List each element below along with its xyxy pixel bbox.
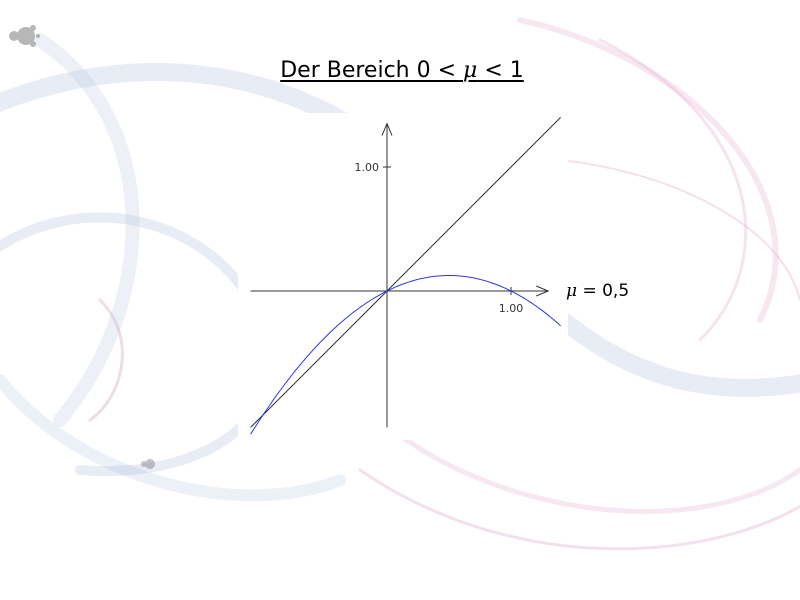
y-axis-arrow: [381, 122, 393, 136]
swirl-stroke: [0, 374, 346, 502]
logistic-map-plot: 1.00 1.00: [250, 117, 561, 435]
y-tick-label: 1.00: [355, 161, 380, 174]
title-mu: μ: [463, 58, 478, 83]
swirl-stroke: [377, 417, 800, 514]
x-axis-arrow: [536, 285, 550, 297]
swirl-stroke: [358, 468, 800, 551]
param-mu: μ: [566, 281, 578, 301]
logistic-curve: [250, 275, 561, 435]
x-tick-label: 1.00: [499, 302, 524, 315]
swirl-stroke: [88, 298, 124, 422]
mandelbrot-icon: [141, 459, 155, 469]
identity-line: [250, 117, 561, 428]
slide-title: Der Bereich 0 < μ < 1: [0, 58, 800, 83]
title-prefix: Der Bereich 0 <: [280, 58, 464, 83]
mandelbrot-icon: [9, 25, 40, 47]
title-suffix: < 1: [477, 58, 524, 83]
plot-panel: 1.00 1.00: [238, 113, 568, 440]
swirl-stroke: [33, 33, 140, 427]
param-value: = 0,5: [577, 281, 630, 301]
parameter-label: μ = 0,5: [566, 281, 629, 301]
swirl-stroke: [598, 38, 748, 342]
swirl-stroke: [517, 17, 779, 323]
swirl-stroke: [559, 159, 800, 301]
